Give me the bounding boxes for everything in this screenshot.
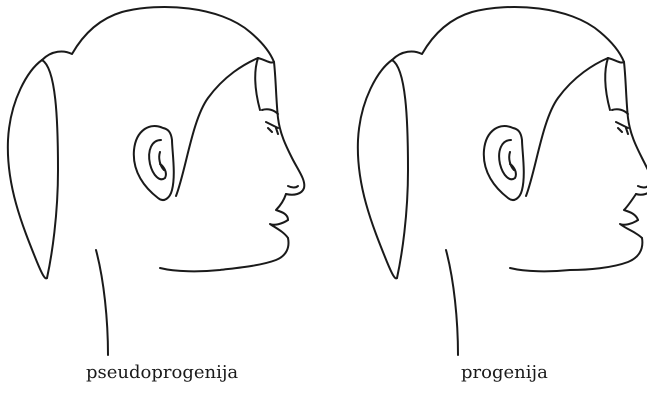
caption-progenija: progenija — [461, 364, 548, 382]
left-head-profile — [8, 7, 304, 355]
caption-pseudoprogenija: pseudoprogenija — [86, 364, 238, 382]
right-head-profile — [358, 7, 647, 355]
